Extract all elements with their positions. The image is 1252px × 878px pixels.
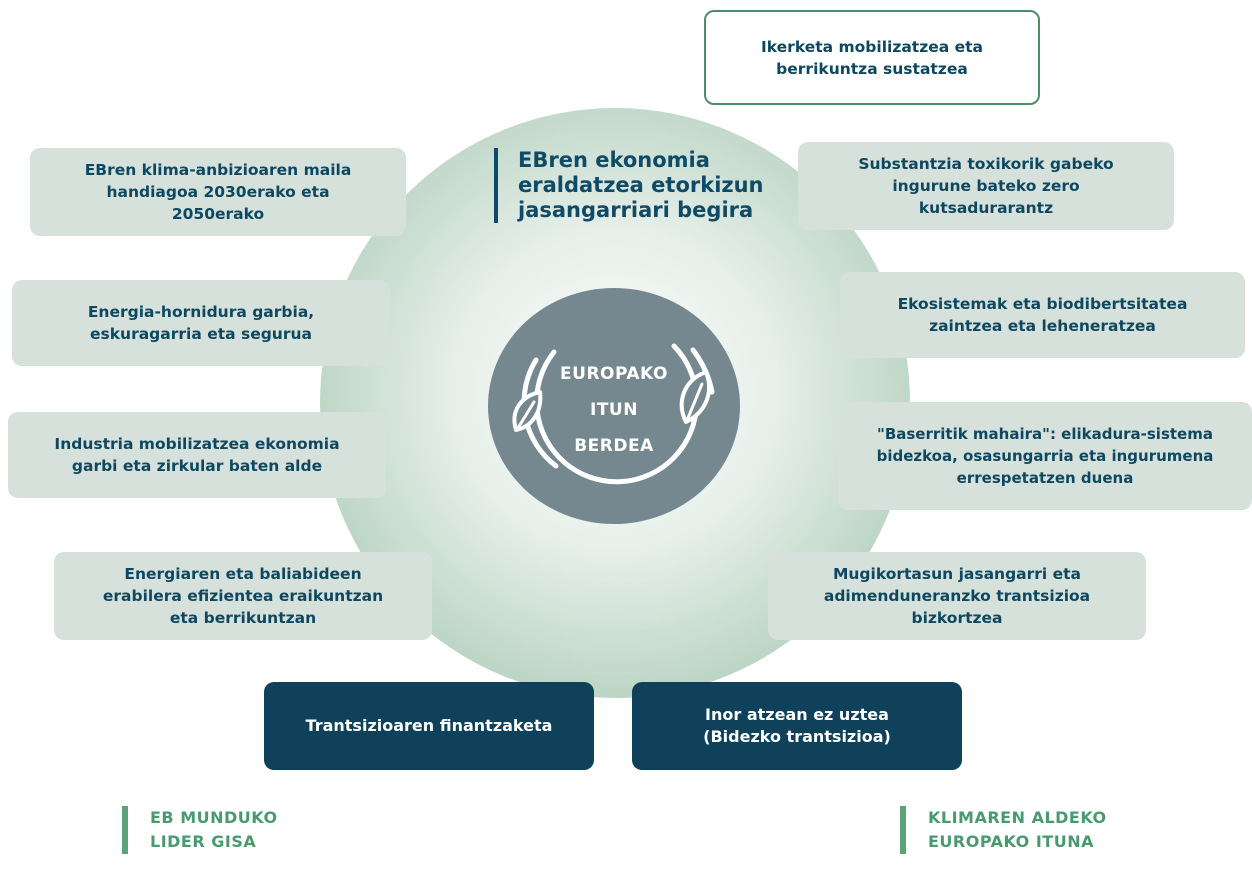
footer-climate-pact: Klimaren aldeko Europako ituna — [900, 806, 1107, 854]
footer-line: Klimaren aldeko — [928, 808, 1107, 827]
leaf-icon — [512, 390, 543, 432]
farm-to-fork-box: "Baserritik mahaira": elikadura-sistema … — [838, 402, 1252, 510]
industry-box: Industria mobilizatzea ekonomia garbi et… — [8, 412, 386, 498]
clean-energy-box: Energia-hornidura garbia, eskuragarria e… — [12, 280, 390, 366]
zero-pollution-box: Substantzia toxikorik gabeko ingurune ba… — [798, 142, 1174, 230]
box-line: errespetatzen duena — [956, 469, 1134, 487]
box-line: ingurune bateko zero — [892, 177, 1080, 195]
box-line: garbi eta zirkular baten alde — [71, 457, 323, 475]
footer-line: lider gisa — [150, 832, 257, 851]
box-line: Ekosistemak eta biodibertsitatea — [897, 295, 1188, 313]
footer-line: EB munduko — [150, 808, 278, 827]
central-heading: EBren ekonomia eraldatzea etorkizun jasa… — [494, 148, 778, 223]
box-line: berrikuntza sustatzea — [776, 59, 968, 78]
box-line: Energia-hornidura garbia, — [87, 303, 315, 321]
box-line: bizkortzea — [911, 609, 1003, 627]
financing-box: Trantsizioaren finantzaketa — [264, 682, 594, 770]
box-line: Industria mobilizatzea ekonomia — [54, 435, 340, 453]
central-heading-line: eraldatzea etorkizun — [518, 173, 764, 197]
box-line: erabilera efizientea eraikuntzan — [102, 587, 384, 605]
box-line: Substantzia toxikorik gabeko — [858, 155, 1114, 173]
box-line: Energiaren eta baliabideen — [124, 565, 362, 583]
footer-global-leader: EB munduko lider gisa — [122, 806, 278, 854]
research-box: Ikerketa mobilizatzea eta berrikuntza su… — [704, 10, 1040, 105]
box-line: handiagoa 2030erako eta — [106, 183, 330, 201]
box-line: bidezkoa, osasungarria eta ingurumena — [876, 447, 1214, 465]
box-line: Trantsizioaren finantzaketa — [305, 716, 553, 735]
box-line: Ikerketa mobilizatzea eta — [761, 37, 983, 56]
buildings-efficiency-box: Energiaren eta baliabideen erabilera efi… — [54, 552, 432, 640]
box-line: kutsadurarantz — [918, 199, 1054, 217]
hub-title-line: EUROPAKO — [560, 364, 668, 384]
box-line: Mugikortasun jasangarri eta — [832, 565, 1082, 583]
box-line: adimenduneranzko trantsizioa — [823, 587, 1091, 605]
just-transition-box: Inor atzean ez uztea (Bidezko trantsizio… — [632, 682, 962, 770]
mobility-box: Mugikortasun jasangarri eta adimendunera… — [768, 552, 1146, 640]
box-line: Inor atzean ez uztea — [705, 705, 889, 724]
central-heading-line: EBren ekonomia — [518, 148, 710, 172]
box-line: eskuragarria eta segurua — [90, 325, 312, 343]
box-line: EBren klima-anbizioaren maila — [84, 161, 352, 179]
footer-line: Europako ituna — [928, 832, 1094, 851]
green-deal-hub: EUROPAKO ITUN BERDEA — [488, 288, 740, 524]
box-line: "Baserritik mahaira": elikadura-sistema — [877, 425, 1213, 443]
box-line: 2050erako — [171, 205, 265, 223]
central-heading-line: jasangarriari begira — [518, 198, 754, 222]
hub-title-line: ITUN — [590, 400, 638, 420]
box-line: zaintzea eta leheneratzea — [929, 317, 1156, 335]
climate-ambition-box: EBren klima-anbizioaren maila handiagoa … — [30, 148, 406, 236]
box-line: (Bidezko trantsizioa) — [703, 727, 891, 746]
ecosystems-box: Ekosistemak eta biodibertsitatea zaintze… — [840, 272, 1245, 358]
box-line: eta berrikuntzan — [169, 609, 317, 627]
hub-title-line: BERDEA — [574, 436, 654, 456]
leaf-icon — [679, 370, 712, 424]
